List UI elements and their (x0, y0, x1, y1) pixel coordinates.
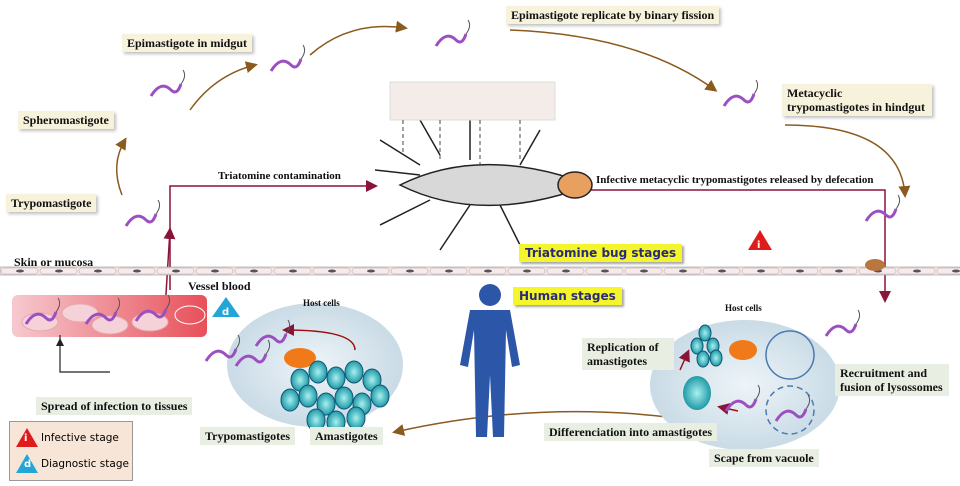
trypanosome (724, 398, 758, 412)
infective-stage-icon: i (16, 428, 38, 447)
amastigote (334, 386, 354, 410)
infective-marker-icon (748, 230, 772, 250)
trypanosome (722, 93, 756, 107)
legend-infective-label: Infective stage (41, 431, 119, 444)
diagnostic-stage-icon: d (16, 454, 38, 473)
amastigote (698, 324, 712, 342)
trypanosome (254, 333, 288, 347)
trypanosome (864, 208, 898, 222)
label-trypomastigote: Trypomastigote (6, 194, 97, 212)
diagnostic-marker-icon (212, 297, 240, 317)
trypanosome (84, 311, 118, 325)
svg-text:d: d (222, 307, 229, 318)
label-skin: Skin or mucosa (14, 255, 94, 269)
trypanosome (234, 353, 268, 367)
label-vessel-blood: Vessel blood (188, 279, 251, 293)
label-recruitment: Recruitment and fusion of lysossomes (835, 364, 949, 396)
amastigote (709, 349, 723, 367)
parasite-strip (389, 81, 556, 121)
label-triatomine-contamination: Triatomine contamination (218, 170, 341, 182)
trypanosome (434, 33, 468, 47)
trypanosome (824, 323, 858, 337)
trypanosome (124, 213, 158, 227)
amastigote (280, 388, 300, 412)
amastigote (326, 366, 346, 390)
amastigote (690, 337, 704, 355)
amastigote (308, 360, 328, 384)
amastigote (344, 360, 364, 384)
trypanosome (134, 308, 168, 322)
trypanosome (774, 408, 808, 422)
title-human-stages: Human stages (513, 287, 622, 305)
label-spread: Spread of infection to tissues (36, 397, 193, 415)
label-amastigotes: Amastigotes (310, 427, 383, 445)
label-differentiation: Differenciation into amastigotes (544, 423, 718, 441)
label-trypomastigotes: Trypomastigotes (200, 427, 296, 445)
amastigote (370, 384, 390, 408)
spread-arrow (59, 335, 110, 373)
label-host-cells-right: Host cells (725, 303, 762, 313)
amastigote (696, 350, 710, 368)
label-replication: Replication of amastigotes (582, 338, 674, 370)
label-released-by-defecation: Infective metacyclic trypomastigotes rel… (596, 174, 874, 186)
trypanosome (149, 83, 183, 97)
amastigote (316, 392, 336, 416)
human-silhouette (460, 284, 520, 437)
trypanosome (24, 311, 58, 325)
label-scape: Scape from vacuole (709, 449, 819, 467)
amastigote (298, 384, 318, 408)
amastigote (346, 406, 366, 430)
label-spheromastigote: Spheromastigote (18, 111, 114, 129)
trypanosome (269, 58, 303, 72)
skin-membrane (0, 266, 960, 276)
legend-diagnostic-label: Diagnostic stage (41, 457, 129, 470)
triatomine-bug (374, 119, 593, 251)
label-metacyclic-hindgut: Metacyclic trypomastigotes in hindgut (782, 84, 932, 116)
label-epimastigote-midgut: Epimastigote in midgut (122, 34, 253, 52)
title-bug-stages: Triatomine bug stages (519, 244, 683, 262)
trypanosome (204, 348, 238, 362)
label-binary-fission: Epimastigote replicate by binary fission (506, 6, 720, 24)
label-host-cells-left: Host cells (303, 298, 340, 308)
svg-text:i: i (757, 240, 760, 251)
